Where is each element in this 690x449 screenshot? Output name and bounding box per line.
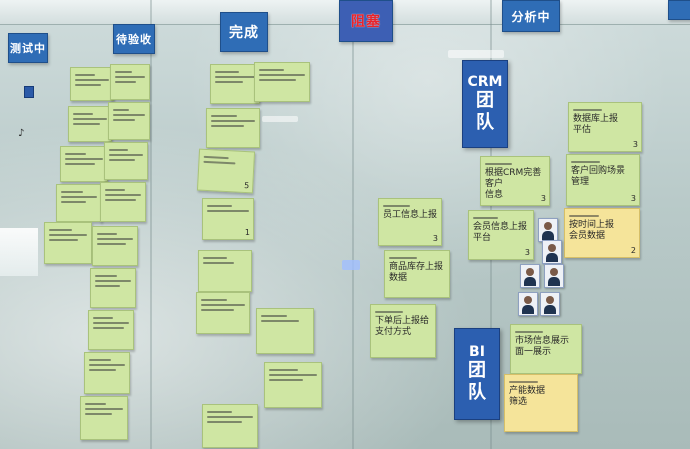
column-header-testing: 测试中 — [8, 33, 48, 63]
note-text: 数据库上报 — [573, 114, 619, 124]
column-header-edge — [668, 0, 690, 20]
team-label-bi: BI 团 队 — [454, 328, 500, 420]
sticky-note — [92, 226, 138, 266]
sticky-note: 根据CRM完善客户 信息 3 — [480, 156, 550, 206]
sticky-note: 5 — [196, 148, 256, 194]
sticky-note — [104, 142, 148, 180]
sticky-note: 下单后上报给 支付方式 — [370, 304, 436, 358]
sticky-note — [88, 310, 134, 350]
note-text: 筛选 — [509, 397, 528, 407]
music-note-icon: ♪ — [18, 128, 25, 139]
note-text: 按时间上报 — [569, 220, 615, 230]
sticky-note — [60, 146, 108, 182]
sticky-note — [90, 268, 136, 308]
note-text: 数据 — [389, 273, 408, 283]
sticky-note: 按时间上报 会员数据 2 — [564, 208, 640, 258]
note-text: 管理 — [571, 177, 590, 187]
note-text: 根据CRM完善客户 — [485, 168, 542, 189]
sticky-note — [70, 67, 114, 101]
note-text: 支付方式 — [375, 327, 412, 337]
sticky-note: 客户回购场景 管理 3 — [566, 154, 640, 206]
board-seam — [150, 0, 152, 449]
board-seam — [352, 0, 354, 449]
sticky-note — [210, 64, 260, 104]
note-text: 下单后上报给 — [375, 316, 430, 326]
light-reflection — [448, 50, 504, 58]
light-reflection — [262, 116, 298, 122]
note-text: 平台 — [473, 233, 492, 243]
note-text: 信息 — [485, 190, 504, 200]
column-header-to-accept: 待验收 — [113, 24, 155, 54]
note-text: 产能数据 — [509, 386, 546, 396]
note-text: 商品库存上报 — [389, 262, 444, 272]
sticky-note: 会员信息上报 平台 3 — [468, 210, 534, 260]
sticky-note — [202, 404, 258, 448]
note-text: 市场信息展示 — [515, 336, 570, 346]
sticky-note — [44, 222, 92, 264]
note-text: 客户回购场景 — [571, 166, 626, 176]
sticky-note: 市场信息展示 面一展示 — [510, 324, 582, 374]
sticky-note — [256, 308, 314, 354]
sticky-note — [198, 250, 252, 292]
light-reflection — [342, 260, 360, 270]
sticky-note: 员工信息上报 3 — [378, 198, 442, 246]
sticky-note: 产能数据 筛选 — [504, 374, 578, 432]
avatar — [540, 292, 560, 316]
note-text: 会员数据 — [569, 231, 606, 241]
note-text: 会员信息上报 — [473, 222, 528, 232]
note-text: 平估 — [573, 125, 592, 135]
sticky-note — [80, 396, 128, 440]
note-text: 员工信息上报 — [383, 210, 438, 220]
sticky-note: 商品库存上报 数据 — [384, 250, 450, 298]
window-reflection — [0, 228, 38, 276]
sticky-note: 数据库上报 平估 3 — [568, 102, 642, 152]
avatar-magnet-icon — [24, 86, 34, 98]
sticky-note: 1 — [202, 198, 254, 240]
sticky-note — [108, 102, 150, 140]
note-text: 面一展示 — [515, 347, 552, 357]
avatar — [518, 292, 538, 316]
avatar — [542, 240, 562, 264]
sticky-note — [206, 108, 260, 148]
avatar — [520, 264, 540, 288]
sticky-note — [56, 184, 102, 222]
sticky-note — [110, 64, 150, 100]
sticky-note — [100, 182, 146, 222]
column-header-analyzing: 分析中 — [502, 0, 560, 32]
avatar — [538, 218, 558, 242]
sticky-note — [264, 362, 322, 408]
sticky-note — [84, 352, 130, 394]
column-header-done: 完成 — [220, 12, 268, 52]
sticky-note — [68, 106, 112, 142]
column-header-blocked: 阻塞 — [339, 0, 393, 42]
avatar — [544, 264, 564, 288]
team-label-crm: CRM 团 队 — [462, 60, 508, 148]
sticky-note — [254, 62, 310, 102]
sticky-note — [196, 292, 250, 334]
